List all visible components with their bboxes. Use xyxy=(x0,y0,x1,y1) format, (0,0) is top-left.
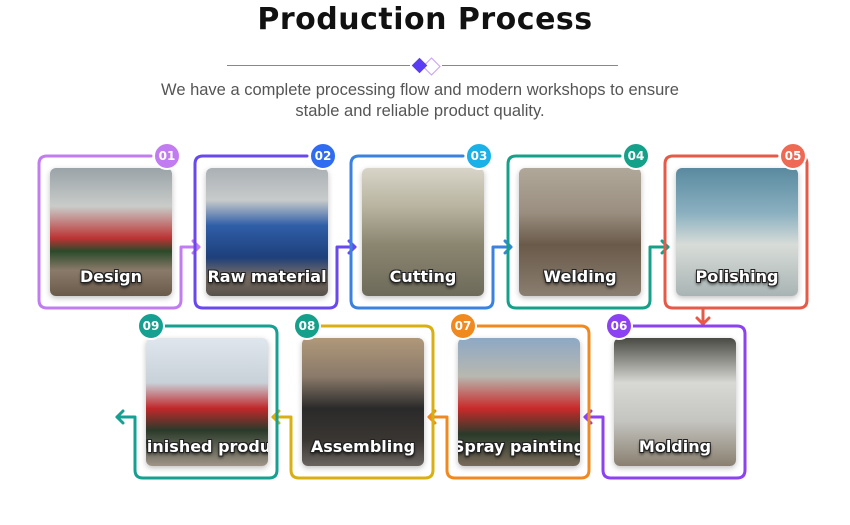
step-label: Finished product xyxy=(146,437,268,456)
step-number-badge: 08 xyxy=(293,312,321,340)
step-number-badge: 04 xyxy=(622,142,650,170)
step-frame xyxy=(663,154,809,310)
page-title: Production Process xyxy=(257,2,593,37)
step-label: Cutting xyxy=(389,267,457,286)
step-label: Welding xyxy=(543,267,617,286)
step-number-badge: 05 xyxy=(779,142,807,170)
step-label: Raw material xyxy=(207,267,327,286)
step-image-01: Design xyxy=(50,168,172,296)
subtitle: We have a complete processing flow and m… xyxy=(120,80,720,122)
step-frame xyxy=(427,324,591,480)
subtitle-line-2: stable and reliable product quality. xyxy=(295,102,545,120)
step-label: Spray painting xyxy=(458,437,580,456)
step-image-05: Polishing xyxy=(676,168,798,296)
step-label: Design xyxy=(80,267,142,286)
step-image-08: Assembling xyxy=(302,338,424,466)
step-frame xyxy=(193,154,357,310)
step-image-04: Welding xyxy=(519,168,641,296)
divider-right xyxy=(442,65,618,66)
arrow-down-icon xyxy=(695,306,711,326)
step-frame xyxy=(37,154,201,310)
divider-left xyxy=(227,65,410,66)
step-label: Molding xyxy=(638,437,712,456)
step-image-09: Finished product xyxy=(146,338,268,466)
step-frame xyxy=(271,324,435,480)
step-image-06: Molding xyxy=(614,338,736,466)
step-number-badge: 03 xyxy=(465,142,493,170)
step-frame xyxy=(583,324,747,480)
step-number-badge: 02 xyxy=(309,142,337,170)
step-frame xyxy=(506,154,670,310)
step-number-badge: 06 xyxy=(605,312,633,340)
step-label: Assembling xyxy=(310,437,416,456)
step-number-badge: 09 xyxy=(137,312,165,340)
subtitle-line-1: We have a complete processing flow and m… xyxy=(161,81,679,99)
step-image-07: Spray painting xyxy=(458,338,580,466)
step-number-badge: 01 xyxy=(153,142,181,170)
step-label: Polishing xyxy=(695,267,779,286)
step-number-badge: 07 xyxy=(449,312,477,340)
step-image-02: Raw material xyxy=(206,168,328,296)
step-frame xyxy=(349,154,513,310)
step-frame xyxy=(115,324,279,480)
arrow-left-icon xyxy=(115,409,125,425)
step-image-03: Cutting xyxy=(362,168,484,296)
